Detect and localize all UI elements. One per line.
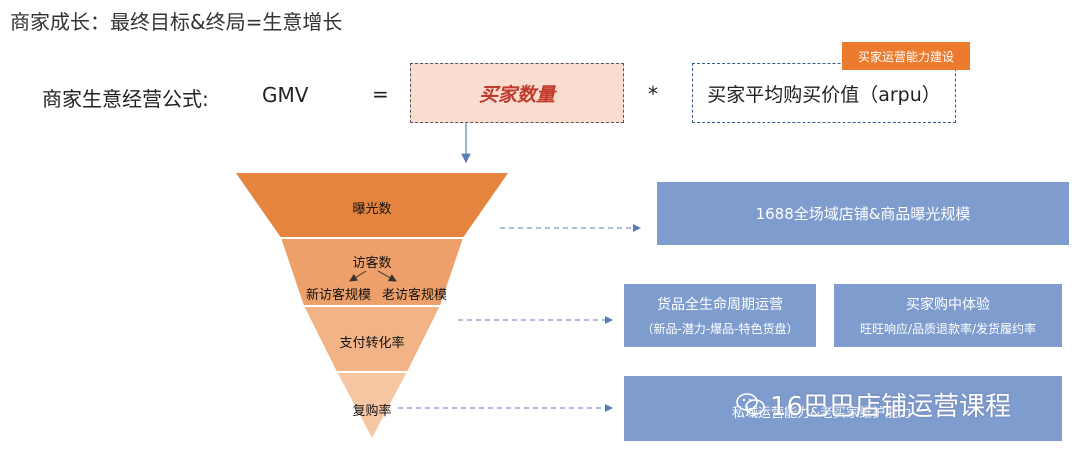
lifecycle-title: 货品全生命周期运营	[657, 297, 783, 313]
funnel-band-visitors	[278, 237, 466, 307]
funnel-band-repurchase	[334, 371, 410, 443]
arpu-text: 买家平均购买价值（arpu）	[707, 83, 941, 106]
wechat-icon	[736, 393, 765, 415]
exposure-scale-box: 1688全场域店铺&商品曝光规模	[657, 182, 1069, 245]
buyer-count-box: 买家数量	[410, 63, 624, 123]
funnel-label-visitors: 访客数	[352, 256, 392, 271]
funnel-label-new-visitors: 新访客规模	[306, 288, 372, 303]
arpu-box: 买家平均购买价值（arpu）	[692, 63, 956, 123]
buyer-count-text: 买家数量	[478, 83, 555, 106]
equals-sign: =	[372, 82, 389, 106]
experience-title: 买家购中体验	[906, 297, 990, 313]
funnel-label-payment: 支付转化率	[339, 336, 405, 351]
private-domain-box: 私域运营能力&老买家维护能力	[624, 376, 1062, 441]
lifecycle-subtitle: （新品-潜力-爆品-特色货盘）	[641, 322, 799, 336]
experience-box: 买家购中体验 旺旺响应/品质退款率/发货履约率	[834, 284, 1062, 347]
split-arrow-right	[377, 270, 397, 282]
funnel-label-repurchase: 复购率	[352, 404, 392, 419]
page-title: 商家成长：最终目标&终局=生意增长	[10, 10, 343, 34]
capability-badge: 买家运营能力建设	[842, 42, 970, 70]
private-domain-text: 私域运营能力&老买家维护能力	[732, 406, 912, 421]
funnel-label-old-visitors: 老访客规模	[382, 288, 448, 303]
watermark-text: 16巴巴店铺运营课程	[770, 392, 1012, 422]
exposure-scale-text: 1688全场域店铺&商品曝光规模	[755, 205, 971, 223]
multiply-sign: *	[648, 82, 658, 106]
gmv-term: GMV	[262, 83, 309, 107]
lifecycle-box: 货品全生命周期运营 （新品-潜力-爆品-特色货盘）	[624, 284, 816, 347]
funnel-label-exposure: 曝光数	[352, 202, 392, 217]
formula-label: 商家生意经营公式:	[42, 87, 209, 111]
experience-subtitle: 旺旺响应/品质退款率/发货履约率	[859, 322, 1037, 336]
split-arrow-left	[349, 270, 367, 282]
